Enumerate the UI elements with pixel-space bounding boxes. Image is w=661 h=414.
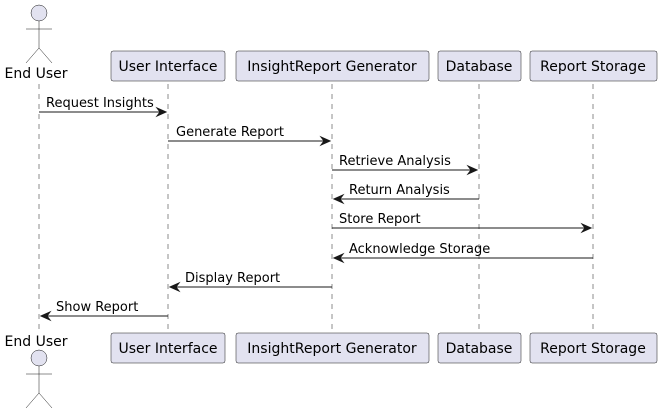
participant-label: Database — [446, 59, 513, 75]
participant-user-interface-top: User Interface — [110, 50, 226, 82]
participant-report-storage-top: Report Storage — [529, 50, 658, 82]
message-label: Store Report — [339, 212, 421, 227]
participant-label: Report Storage — [540, 341, 646, 357]
lifelines — [38, 84, 594, 332]
message: Store Report — [332, 212, 593, 234]
participant-label: InsightReport Generator — [247, 59, 417, 75]
participant-user-interface-bottom: User Interface — [110, 332, 226, 364]
message-label: Display Report — [185, 271, 280, 286]
arrowhead — [580, 222, 593, 234]
actor-label-bottom: End User — [5, 334, 68, 350]
message-label: Request Insights — [46, 96, 154, 111]
participant-insight-generator-top: InsightReport Generator — [235, 50, 430, 82]
message: Request Insights — [39, 96, 168, 118]
arrowhead — [332, 193, 345, 205]
participant-report-storage-bottom: Report Storage — [529, 332, 658, 364]
stick-figure-icon — [25, 349, 53, 409]
message-label: Generate Report — [176, 125, 284, 140]
message-label: Return Analysis — [349, 183, 450, 198]
participant-label: Database — [446, 341, 513, 357]
message: Generate Report — [168, 125, 332, 147]
message: Return Analysis — [332, 183, 479, 205]
participant-label: User Interface — [118, 341, 217, 357]
arrowhead — [39, 310, 52, 322]
participant-database-bottom: Database — [437, 332, 522, 364]
actor-end-user-bottom: End User — [5, 334, 68, 409]
participant-label: InsightReport Generator — [247, 341, 417, 357]
message: Acknowledge Storage — [332, 242, 593, 264]
actor-label-top: End User — [5, 66, 68, 82]
arrowhead — [332, 252, 345, 264]
arrowhead — [155, 106, 168, 118]
arrowhead — [168, 281, 181, 293]
participant-label: User Interface — [118, 59, 217, 75]
arrowhead — [319, 135, 332, 147]
actor-end-user-top: End User — [5, 4, 68, 82]
message: Retrieve Analysis — [332, 154, 479, 176]
message: Display Report — [168, 271, 332, 293]
message-label: Retrieve Analysis — [339, 154, 451, 169]
message-label: Acknowledge Storage — [349, 242, 490, 257]
stick-figure-icon — [25, 4, 53, 64]
participant-insight-generator-bottom: InsightReport Generator — [235, 332, 430, 364]
arrowhead — [466, 164, 479, 176]
message-label: Show Report — [56, 300, 138, 315]
participant-label: Report Storage — [540, 59, 646, 75]
participant-database-top: Database — [437, 50, 522, 82]
message: Show Report — [39, 300, 168, 322]
messages: Request Insights Generate Report Retriev… — [39, 96, 593, 322]
